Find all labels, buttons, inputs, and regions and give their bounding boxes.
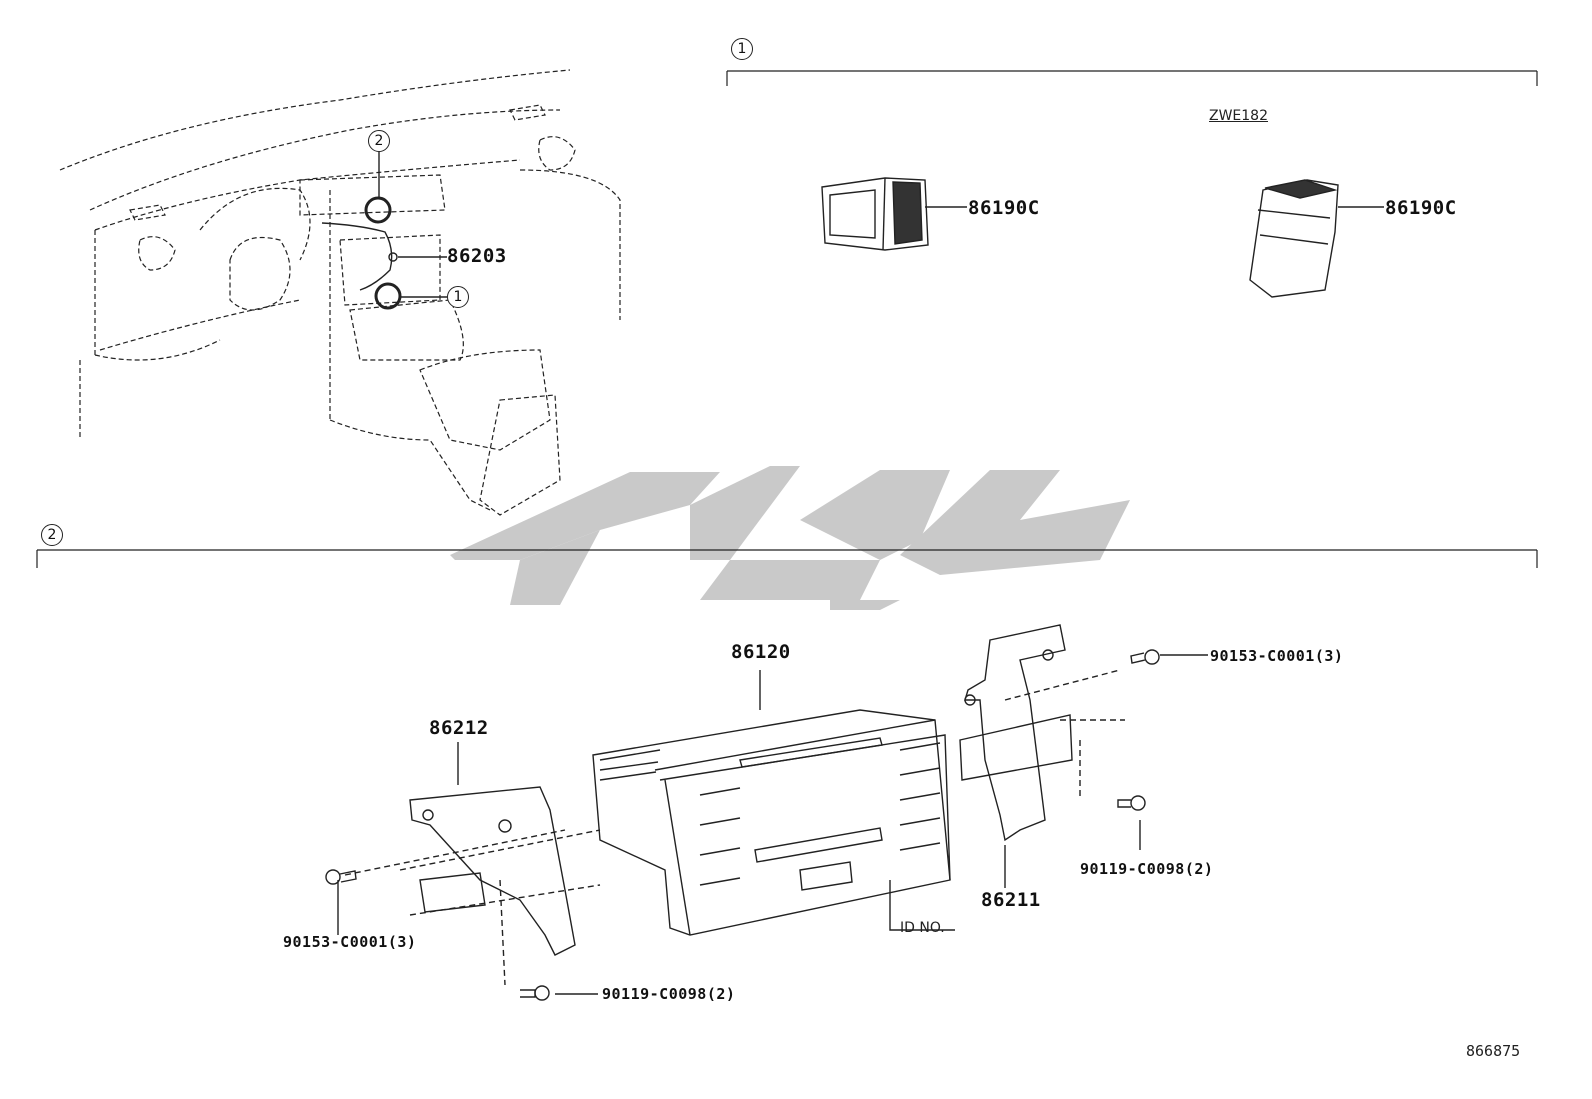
part-label-86203: 86203 xyxy=(447,245,507,267)
section1-marker: 1 xyxy=(731,38,753,60)
part-label-switch-right: 86190C xyxy=(1385,197,1457,219)
bracket-left-drawing xyxy=(337,742,601,995)
part-label-bolt-right: 90119-C0098(2) xyxy=(1080,860,1214,878)
head-unit-drawing xyxy=(592,670,955,936)
id-number-label: ID NO. xyxy=(900,920,945,936)
screws-left xyxy=(325,869,550,1001)
part-label-head-unit: 86120 xyxy=(731,641,791,663)
section2-marker: 2 xyxy=(41,524,63,546)
part-label-bolt-left: 90119-C0098(2) xyxy=(602,985,736,1003)
diagram-number: 866875 xyxy=(1466,1042,1521,1060)
overview-callout-2: 2 xyxy=(368,130,390,152)
switch-left-drawing xyxy=(821,177,967,251)
part-label-screw-right: 90153-C0001(3) xyxy=(1210,647,1344,665)
overview-harness xyxy=(321,152,447,310)
part-label-screw-left: 90153-C0001(3) xyxy=(283,933,417,951)
section1-line xyxy=(726,70,1538,86)
switch-right-drawing xyxy=(1249,179,1384,298)
dashboard-sketch xyxy=(59,69,621,516)
watermark-logo xyxy=(450,466,1130,610)
part-label-switch-left: 86190C xyxy=(968,197,1040,219)
model-code-label: ZWE182 xyxy=(1209,108,1269,124)
part-label-bracket-left: 86212 xyxy=(429,717,489,739)
part-label-bracket-right: 86211 xyxy=(981,889,1041,911)
overview-callout-1: 1 xyxy=(447,286,469,308)
screws-right xyxy=(1117,649,1160,811)
bracket-right-drawing xyxy=(959,624,1208,888)
section2-line xyxy=(36,549,1538,568)
